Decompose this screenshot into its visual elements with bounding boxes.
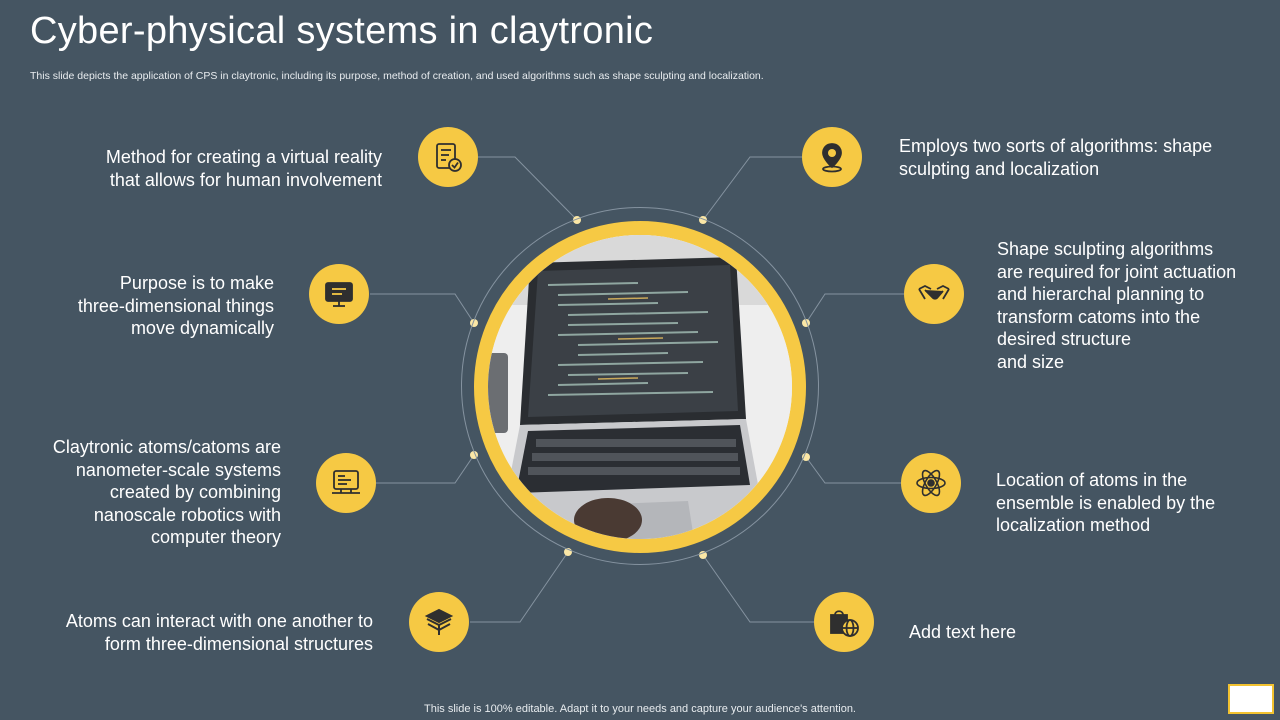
location-pin-icon [802,127,862,187]
computer-code-icon [316,453,376,513]
handshake-icon [904,264,964,324]
left-item-3-text: Claytronic atoms/catoms are nanometer-sc… [52,437,281,547]
right-item-3-text: Location of atoms in the ensemble is ena… [996,470,1216,535]
slide-title: Cyber-physical systems in claytronic [30,10,654,52]
outer-ring [461,207,819,565]
right-item-4-text: Add text here [909,622,1017,642]
laptop-photo [474,221,806,553]
monitor-icon [309,264,369,324]
shopping-globe-icon [814,592,874,652]
corner-placeholder-box [1228,684,1274,714]
slide-subtitle: This slide depicts the application of CP… [30,70,764,82]
box-icon [409,592,469,652]
right-item-2-text: Shape sculpting algorithms are required … [997,239,1237,372]
right-item-1-text: Employs two sorts of algorithms: shape s… [899,136,1213,179]
atom-icon [901,453,961,513]
left-item-4-text: Atoms can interact with one another to f… [65,611,373,654]
left-item-2-text: Purpose is to make three-dimensional thi… [77,273,274,338]
slide-footer: This slide is 100% editable. Adapt it to… [424,703,856,715]
document-check-icon [418,127,478,187]
left-item-1-text: Method for creating a virtual reality th… [105,147,382,190]
